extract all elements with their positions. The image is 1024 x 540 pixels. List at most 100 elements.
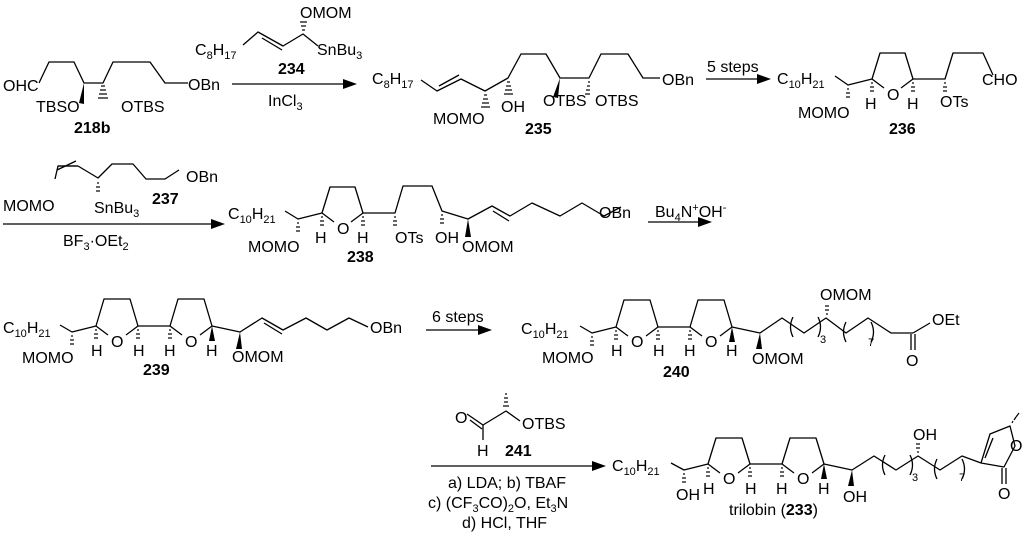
h-atom: H bbox=[684, 343, 696, 360]
c8h17-group: C8H17 bbox=[195, 42, 237, 62]
bond bbox=[912, 322, 931, 334]
ring-oxygen: O bbox=[723, 471, 735, 488]
obn-group: OBn bbox=[186, 169, 218, 186]
allyl-bond bbox=[242, 31, 319, 47]
wedge-bond bbox=[209, 326, 215, 341]
compound-235: C8H17 OBn OH OTBS OTBS MOMO 235 bbox=[372, 53, 694, 138]
thf-ring bbox=[689, 299, 733, 328]
reaction-arrow-3: OBn MOMO SnBu3 237 BF3·OEt2 bbox=[3, 160, 225, 253]
wedge-bond bbox=[756, 333, 762, 349]
repeat-count-7: 7 bbox=[959, 472, 965, 484]
reagent-incl3: InCl3 bbox=[268, 93, 303, 113]
arrow-head bbox=[592, 461, 606, 471]
h-atom: H bbox=[357, 230, 369, 247]
compound-240: C10H21 O O 3 7 OMOM OEt O H H bbox=[521, 287, 960, 381]
obn-group: OBn bbox=[188, 77, 220, 94]
arrow-head bbox=[757, 74, 771, 84]
repeat-count-3: 3 bbox=[912, 472, 918, 484]
ring-bond bbox=[871, 78, 885, 89]
ring-bond bbox=[615, 326, 629, 337]
double-bond bbox=[263, 322, 283, 335]
thf-ring bbox=[707, 437, 751, 465]
carbonyl-oxygen: O bbox=[906, 353, 918, 370]
c10h21-group: C10H21 bbox=[612, 458, 660, 478]
arrow-head bbox=[211, 219, 225, 229]
repeat-bracket-close bbox=[909, 454, 914, 476]
repeat-bracket-close bbox=[961, 458, 966, 480]
repeat-bracket-open bbox=[789, 316, 794, 338]
cho-group: CHO bbox=[982, 72, 1018, 89]
reaction-arrow-1: C8H17 OMOM SnBu3 234 InCl3 bbox=[195, 5, 362, 113]
chain-bond bbox=[211, 317, 369, 333]
repeat-bracket-open bbox=[933, 458, 938, 480]
h-atom: H bbox=[133, 343, 145, 360]
thf-ring bbox=[781, 437, 825, 465]
ring-bond bbox=[781, 463, 795, 474]
chain-bond bbox=[284, 210, 323, 220]
reaction-arrow-6: O OTBS H 241 a) LDA; b) TBAF c) (CF3CO)2… bbox=[428, 393, 606, 532]
chain-bond bbox=[823, 455, 982, 471]
reagent-bf3-oet2: BF3·OEt2 bbox=[63, 233, 129, 253]
ring-oxygen: O bbox=[631, 334, 643, 351]
h-atom: H bbox=[91, 343, 103, 360]
h-atom: H bbox=[818, 481, 830, 498]
ots-group: OTs bbox=[940, 94, 968, 111]
snbu3-group: SnBu3 bbox=[94, 200, 139, 220]
repeat-count-3: 3 bbox=[820, 334, 826, 346]
chain-bond bbox=[59, 324, 97, 333]
ring-oxygen: O bbox=[797, 471, 809, 488]
repeat-bracket-open bbox=[881, 454, 886, 476]
arrow-head bbox=[478, 325, 492, 335]
c10h21-group: C10H21 bbox=[521, 321, 569, 341]
h-atom: H bbox=[907, 96, 919, 113]
reaction-arrow-4: Bu4N+OH- bbox=[648, 202, 727, 227]
ring-bond bbox=[350, 212, 364, 223]
tbso-group: TBSO bbox=[36, 99, 80, 116]
ring-bond bbox=[169, 325, 183, 336]
compound-239: C10H21 O O OBn H H H H OMOM MOMO 239 bbox=[3, 298, 402, 379]
ohc-group: OHC bbox=[3, 78, 39, 95]
h-atom: H bbox=[726, 343, 738, 360]
chain-bond bbox=[38, 61, 188, 84]
omom-group: OMOM bbox=[232, 349, 284, 366]
condition-d: d) HCl, THF bbox=[462, 515, 547, 532]
omom-group: OMOM bbox=[820, 287, 872, 304]
obn-group: OBn bbox=[370, 320, 402, 337]
repeat-bracket-open bbox=[842, 321, 847, 343]
arrow-head bbox=[343, 79, 357, 89]
ring-oxygen: O bbox=[705, 334, 717, 351]
reaction-arrow-5: 6 steps bbox=[426, 309, 492, 335]
aldehyde-h: H bbox=[477, 443, 489, 460]
vinyl-bond bbox=[54, 165, 78, 180]
double-bond bbox=[984, 437, 994, 459]
wedge-bond bbox=[236, 332, 242, 349]
compound-label-234: 234 bbox=[278, 61, 305, 78]
c10h21-group: C10H21 bbox=[3, 320, 51, 340]
hash-bond bbox=[504, 81, 513, 95]
double-bond bbox=[469, 419, 483, 430]
arrow-label-6-steps: 6 steps bbox=[432, 309, 484, 326]
arrow-head bbox=[698, 217, 712, 227]
hash-bond bbox=[1011, 412, 1020, 424]
condition-a-b: a) LDA; b) TBAF bbox=[448, 475, 566, 492]
compound-label-233: trilobin (233) bbox=[729, 502, 818, 519]
compound-238: C10H21 O OBn H H OTs OH OMOM MOMO 238 bbox=[228, 185, 631, 266]
compound-218b: OHC OBn TBSO OTBS 218b bbox=[3, 61, 220, 137]
reagent-bu4n-oh: Bu4N+OH- bbox=[655, 202, 727, 224]
thf-ring bbox=[871, 52, 914, 80]
ring-oxygen: O bbox=[111, 334, 123, 351]
compound-label-235: 235 bbox=[525, 121, 552, 138]
ring-bond bbox=[811, 463, 825, 474]
oet-group: OEt bbox=[932, 312, 960, 329]
momo-group: MOMO bbox=[798, 105, 850, 122]
hash-bond bbox=[682, 443, 920, 483]
ring-bond bbox=[900, 78, 914, 89]
oh-group: OH bbox=[435, 230, 459, 247]
repeat-bracket-close bbox=[817, 316, 822, 338]
c10h21-group: C10H21 bbox=[777, 71, 825, 91]
compound-label-240: 240 bbox=[663, 364, 690, 381]
ring-bond bbox=[719, 326, 733, 337]
ring-oxygen: O bbox=[337, 221, 349, 238]
chain-bond bbox=[579, 325, 617, 334]
